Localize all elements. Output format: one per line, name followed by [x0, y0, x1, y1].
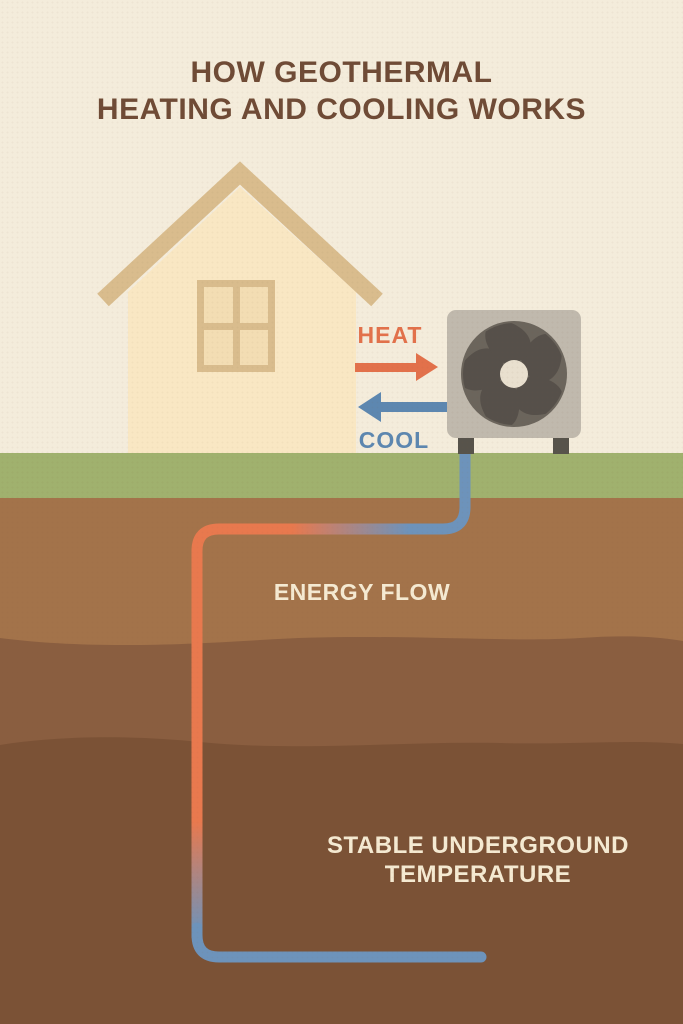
title-line-2: HEATING AND COOLING WORKS [96, 93, 587, 126]
stable-temperature-label: STABLE UNDERGROUND TEMPERATURE [298, 831, 658, 889]
cool-label: COOL [358, 427, 430, 453]
heat-right-arrow-icon [355, 353, 438, 381]
window-panes [204, 287, 268, 365]
pump-foot-right [553, 438, 569, 454]
pipe-bottom-run [191, 922, 487, 963]
energy-flow-label: ENERGY FLOW [273, 579, 451, 605]
heat-pump-icon [447, 310, 581, 454]
cool-left-arrow-icon [358, 392, 447, 422]
house-roof [97, 161, 383, 307]
page-title: HOW GEOTHERMAL HEATING AND COOLING WORKS [0, 54, 683, 128]
pump-foot-left [458, 438, 474, 454]
stable-label-line-2: TEMPERATURE [384, 861, 572, 888]
title-line-1: HOW GEOTHERMAL [190, 56, 493, 89]
soil-layer-3 [0, 737, 683, 1024]
pipe-upper-run [191, 442, 471, 566]
house-icon [97, 161, 383, 453]
heat-label: HEAT [357, 322, 423, 348]
stable-label-line-1: STABLE UNDERGROUND [327, 832, 629, 859]
fan-hub [500, 360, 528, 388]
grass-layer [0, 453, 683, 499]
ground-loop-pipe-icon [191, 442, 487, 963]
fan-icon [461, 321, 567, 427]
